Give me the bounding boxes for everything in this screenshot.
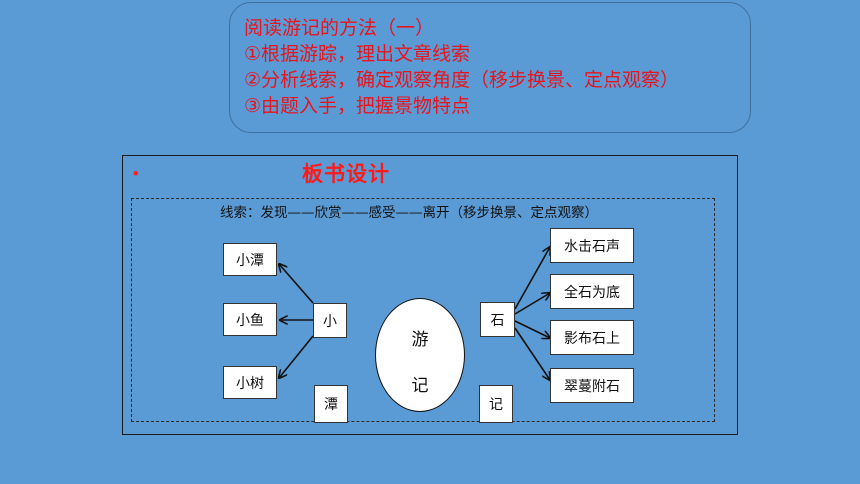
- node-xiaoyu: 小鱼: [223, 303, 277, 336]
- method-step-2: ②分析线索，确定观察角度（移步换景、定点观察）: [244, 69, 680, 91]
- node-xiaoshu: 小树: [223, 366, 277, 399]
- board-design-frame: [122, 155, 738, 435]
- node-shi: 石: [480, 302, 515, 337]
- arrow-to-cuiman: [514, 327, 550, 380]
- node-tan: 潭: [314, 385, 348, 423]
- arrow-to-xiaotan: [279, 264, 314, 304]
- reading-method-box: 阅读游记的方法（一） ①根据游踪，理出文章线索 ②分析线索，确定观察角度（移步换…: [229, 2, 751, 133]
- node-cuiman: 翠蔓附石: [550, 368, 634, 403]
- node-shuiji: 水击石声: [550, 228, 634, 263]
- method-step-3: ③由题入手，把握景物特点: [244, 95, 471, 117]
- arrow-to-xiaoshu: [279, 335, 314, 378]
- node-quanshi: 全石为底: [550, 274, 634, 309]
- oval-char-ji: 记: [411, 376, 429, 396]
- method-title: 阅读游记的方法（一）: [244, 17, 435, 39]
- node-xiao: 小: [313, 303, 347, 338]
- method-step-1: ①根据游踪，理出文章线索: [244, 43, 471, 65]
- board-title: 板书设计: [302, 162, 390, 186]
- arrow-to-shuiji: [514, 247, 550, 310]
- oval-char-you: 游: [411, 330, 429, 350]
- diagram-dashed-frame: [131, 198, 715, 422]
- node-ji: 记: [479, 385, 513, 423]
- center-oval: 游 记: [375, 298, 465, 412]
- node-xiaotan: 小潭: [223, 243, 277, 276]
- arrow-to-yingbu: [514, 320, 550, 338]
- bullet-point: •: [131, 164, 141, 183]
- arrow-to-quanshi: [514, 293, 550, 315]
- node-yingbu: 影布石上: [550, 320, 634, 355]
- clue-line: 线索：发现——欣赏——感受——离开（移步换景、定点观察）: [220, 205, 598, 221]
